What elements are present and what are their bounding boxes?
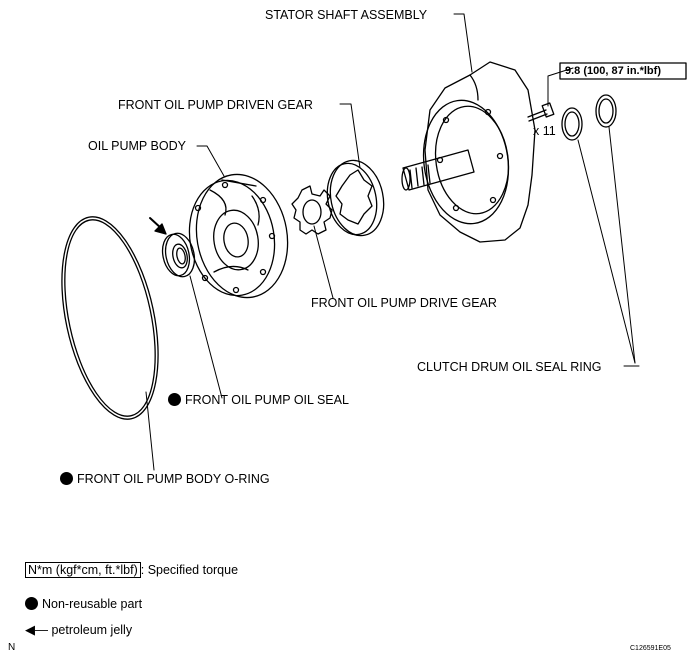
bolt-count: x 11: [533, 124, 556, 138]
seal-ring-parts: [561, 94, 617, 141]
legend-jelly: ◀— petroleum jelly: [25, 622, 133, 638]
oil-seal-part: [161, 232, 196, 278]
driven-gear-part: [326, 159, 385, 237]
legend-dot-icon: [25, 597, 38, 610]
legend-nonreusable: Non-reusable part: [25, 597, 142, 611]
nonreusable-dot-icon: [60, 472, 73, 485]
figure-code: C126591E05: [630, 645, 671, 652]
o-ring-part: [61, 216, 159, 420]
torque-box: [559, 62, 687, 80]
oil-pump-body-part: [188, 173, 289, 299]
label-o-ring: FRONT OIL PUMP BODY O-RING: [60, 472, 270, 486]
label-driven-gear: FRONT OIL PUMP DRIVEN GEAR: [118, 98, 313, 112]
torque-value: 9.8 (100, 87 in.*lbf): [565, 65, 661, 77]
arrow-left-icon: ◀—: [25, 622, 48, 637]
legend-torque-box: N*m (kgf*cm, ft.*lbf): [25, 562, 141, 578]
label-stator-shaft: STATOR SHAFT ASSEMBLY: [265, 8, 428, 22]
drive-gear-part: [291, 185, 333, 235]
bolt-part: [527, 102, 555, 122]
corner-letter: N: [8, 642, 16, 653]
label-oil-seal: FRONT OIL PUMP OIL SEAL: [168, 393, 349, 407]
label-o-ring-text: FRONT OIL PUMP BODY O-RING: [77, 472, 270, 486]
label-oil-seal-text: FRONT OIL PUMP OIL SEAL: [185, 393, 349, 407]
legend-nonreusable-text: Non-reusable part: [42, 597, 143, 611]
label-oil-pump-body: OIL PUMP BODY: [88, 139, 186, 153]
legend-torque: N*m (kgf*cm, ft.*lbf): Specified torque: [25, 562, 239, 578]
legend-torque-text: : Specified torque: [140, 563, 239, 577]
label-drive-gear: FRONT OIL PUMP DRIVE GEAR: [311, 296, 497, 310]
nonreusable-dot-icon: [168, 393, 181, 406]
label-seal-ring: CLUTCH DRUM OIL SEAL RING: [417, 360, 602, 374]
legend-jelly-text: petroleum jelly: [51, 623, 133, 637]
stator-shaft-part: [401, 61, 536, 243]
